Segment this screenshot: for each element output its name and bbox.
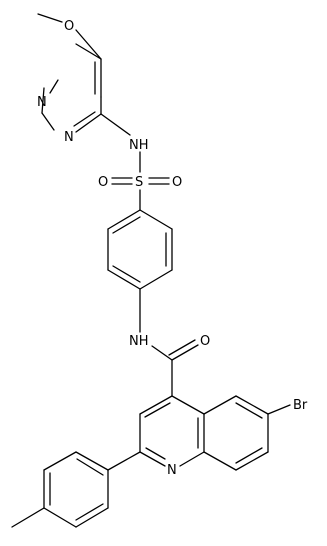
bond-q-c5-c6-inner bbox=[235, 402, 263, 419]
bond-n1-c2 bbox=[49, 79, 59, 94]
atom-nh-sulfonamide: NH bbox=[129, 138, 149, 153]
bond-nh-c bbox=[151, 345, 173, 361]
bond-c6-n1 bbox=[75, 43, 102, 60]
atom-o-methoxy: O bbox=[64, 19, 74, 34]
bond-c2-tolyl bbox=[107, 451, 141, 471]
bond-ph6 bbox=[107, 209, 141, 230]
bond-methyl-o bbox=[37, 13, 63, 23]
bond-q-c4a-c5 bbox=[203, 395, 237, 415]
atom-labels: O N N NH O S O NH O Br N bbox=[37, 19, 308, 478]
bond-n3-c2 bbox=[41, 112, 55, 131]
bond-c4-nh bbox=[100, 113, 131, 136]
bond-q-c4-c3-inner bbox=[144, 402, 171, 418]
atom-br: Br bbox=[293, 398, 308, 413]
atom-o-carbonyl: O bbox=[200, 334, 210, 349]
bond-t5 bbox=[75, 507, 109, 528]
bond-co-1 bbox=[171, 344, 199, 361]
bond-q-c7-c8-inner bbox=[235, 447, 263, 464]
bond-t1-inner bbox=[76, 458, 104, 476]
bond-c6-br bbox=[267, 404, 291, 415]
bond-co-2 bbox=[168, 339, 196, 356]
bond-ph4-inner bbox=[112, 265, 141, 283]
bonds bbox=[11, 13, 291, 528]
bond-q-c2-n1 bbox=[139, 451, 166, 467]
atom-s: S bbox=[135, 175, 143, 190]
atom-n-pyrimidine-bottom: N bbox=[64, 130, 74, 145]
bond-q-c5-c6 bbox=[235, 395, 269, 415]
bond-q-c4-c3 bbox=[139, 395, 173, 415]
bond-t2 bbox=[43, 451, 77, 471]
bond-q-n1-c8a bbox=[179, 451, 205, 467]
atom-n-quinoline: N bbox=[167, 463, 177, 478]
bond-c4-n3 bbox=[75, 113, 102, 133]
bond-q-c8-c8a bbox=[203, 451, 237, 471]
atom-n-pyrimidine-top: N bbox=[37, 95, 47, 110]
bond-t-methyl bbox=[11, 507, 45, 528]
bond-q-c7-c8 bbox=[235, 451, 269, 471]
bond-ph1 bbox=[139, 209, 173, 230]
bond-ph4 bbox=[107, 269, 141, 290]
bond-c2-n1 bbox=[41, 87, 45, 114]
bond-c4-n3-inner bbox=[73, 111, 96, 127]
bond-q-c2-n1-inner bbox=[145, 447, 166, 460]
bond-q-c4a-c4 bbox=[171, 395, 205, 415]
atom-o-sulfonyl-left: O bbox=[98, 175, 108, 190]
atom-o-sulfonyl-right: O bbox=[172, 175, 182, 190]
bond-o-c6 bbox=[75, 29, 102, 60]
bond-ph6-inner bbox=[112, 216, 141, 234]
bond-t5-inner bbox=[75, 503, 104, 521]
atom-nh-amide: NH bbox=[129, 334, 149, 349]
bond-t4 bbox=[43, 507, 77, 528]
bond-ph3 bbox=[139, 269, 173, 290]
bond-t1 bbox=[75, 451, 109, 471]
